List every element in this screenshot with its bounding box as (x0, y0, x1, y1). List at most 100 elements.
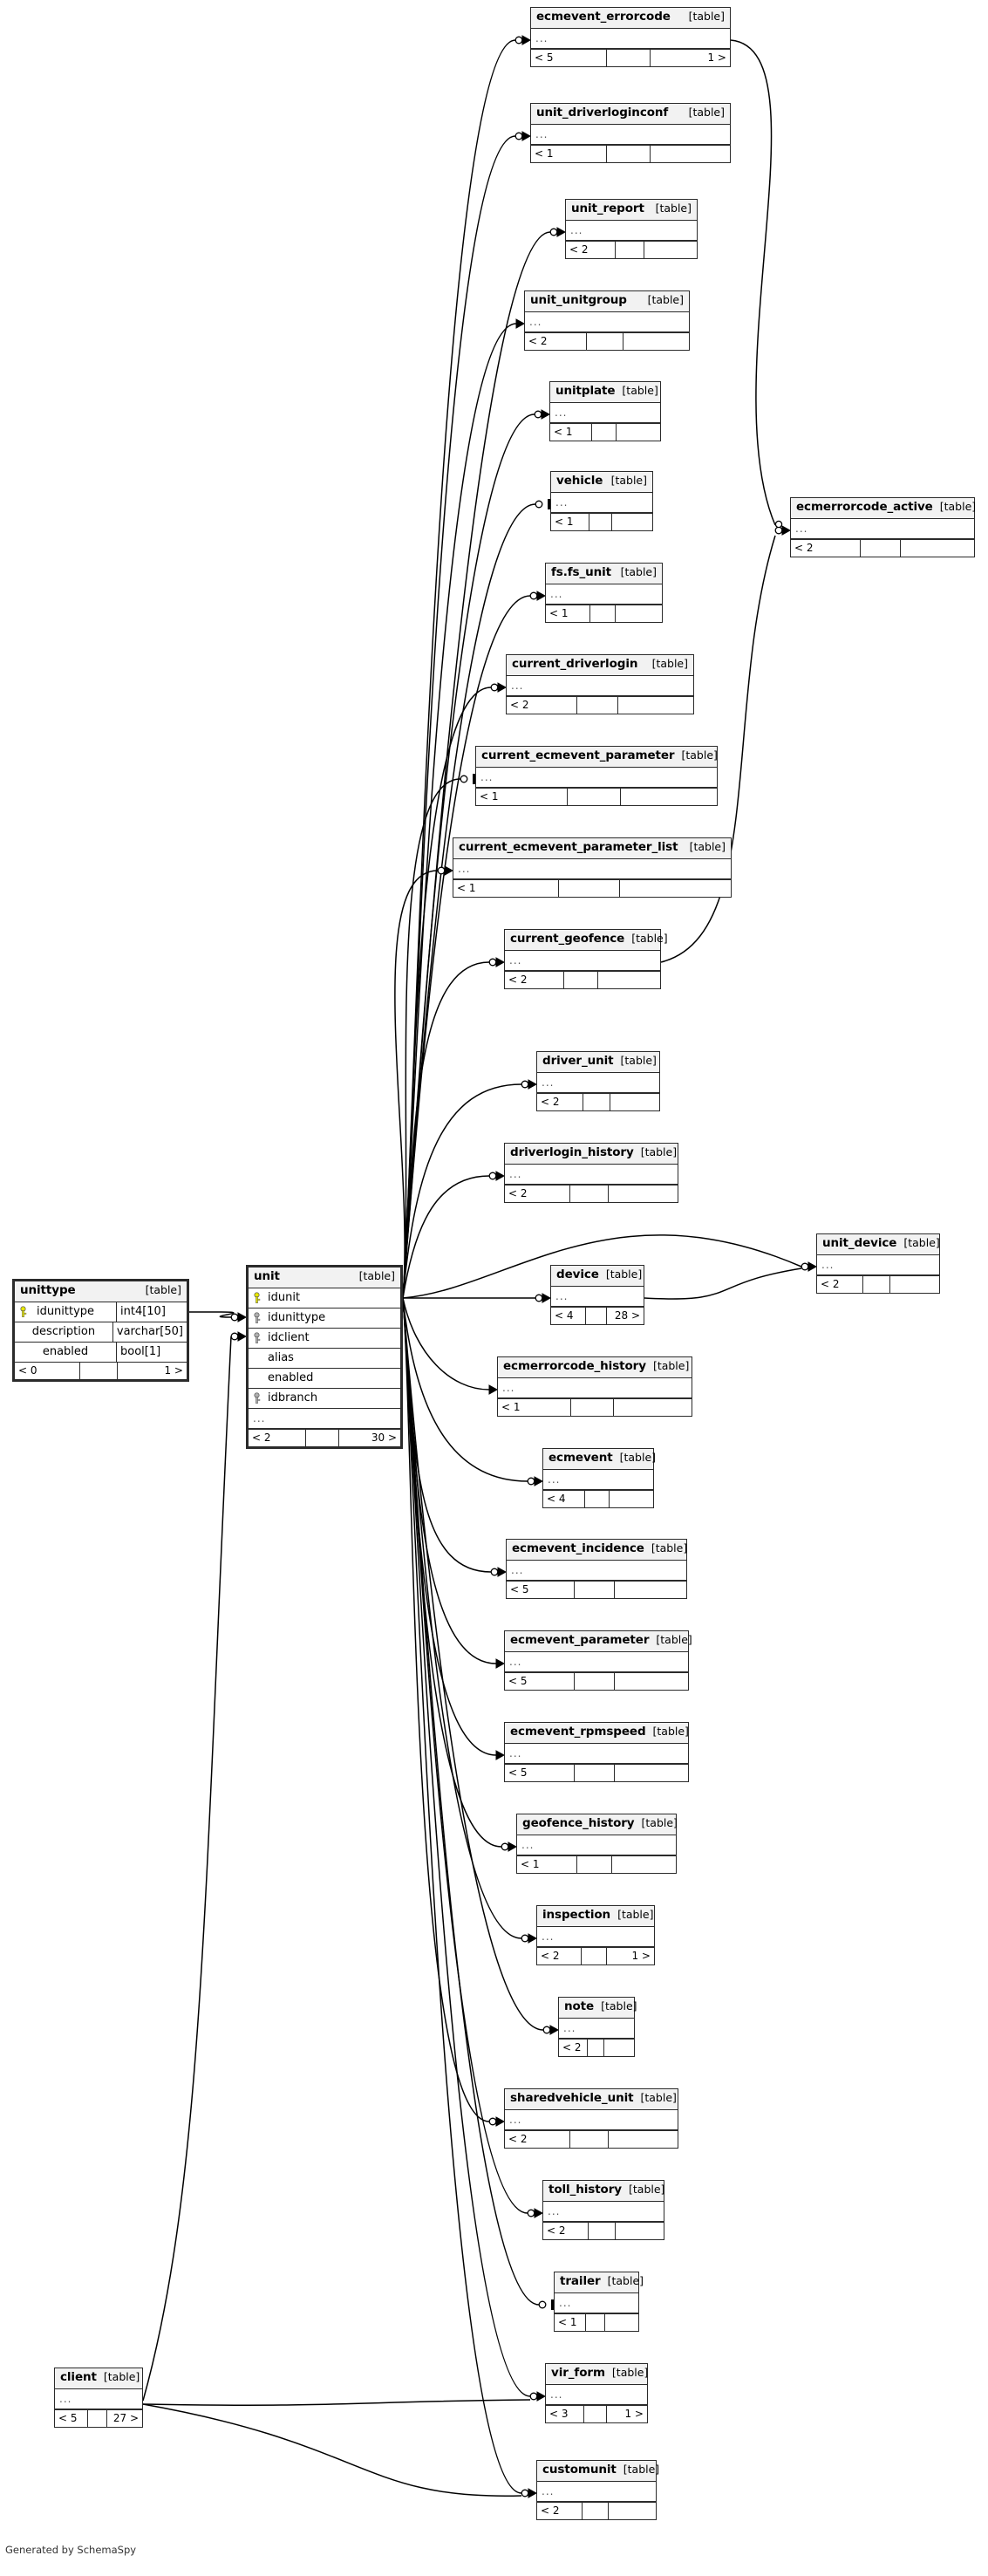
table-node-current_geofence[interactable]: current_geofence[table]...< 2 (504, 929, 668, 989)
table-node-ecmevent[interactable]: ecmevent[table]...< 4 (542, 1448, 657, 1508)
table-node-ecmevent_parameter[interactable]: ecmevent_parameter[table]...< 5 (504, 1630, 692, 1691)
table-title: ecmevent [table] (543, 1449, 657, 1470)
footer-mid (607, 49, 651, 66)
crow-foot-marker (521, 1933, 538, 1944)
table-node-toll_history[interactable]: toll_history[table]...< 2 (542, 2180, 664, 2240)
footer-parents-count: < 4 (551, 1307, 587, 1324)
table-title: toll_history[table] (543, 2181, 664, 2202)
table-node-unit_report[interactable]: unit_report[table]...< 2 (565, 199, 698, 259)
table-node-trailer[interactable]: trailer[table]...< 1 (554, 2272, 644, 2332)
table-footer: < 2 (791, 539, 974, 557)
table-name: unit_report (571, 202, 644, 215)
table-name: unittype (20, 1283, 76, 1297)
table-type-tag: [table] (640, 1145, 678, 1158)
crow-foot-marker (521, 1079, 538, 1090)
footer-parents-count: < 2 (505, 971, 564, 988)
column-type: bool[1] (116, 1342, 187, 1362)
table-node-fs_fs_unit[interactable]: fs.fs_unit[table]...< 1 (545, 563, 663, 623)
footer-parents-count: < 2 (537, 1093, 584, 1110)
footer-parents-count: < 5 (505, 1672, 575, 1690)
table-columns-ellipsis: ... (505, 951, 660, 972)
column-name-cell: enabled (15, 1343, 116, 1362)
table-name: driverlogin_history (510, 1145, 634, 1159)
table-name: unit_device (822, 1236, 897, 1250)
table-footer: < 5 (505, 1764, 688, 1781)
table-title: ecmevent_errorcode[table] (531, 8, 730, 29)
table-node-current_ecmevent_parameter_list[interactable]: current_ecmevent_parameter_list[table]..… (453, 837, 732, 898)
table-type-tag: [table] (619, 1451, 657, 1464)
table-node-ecmerrorcode_history[interactable]: ecmerrorcode_history[table]...< 1 (497, 1356, 692, 1417)
footer-mid (568, 788, 621, 805)
table-title: unit_report[table] (566, 200, 697, 221)
table-node-unit_driverloginconf[interactable]: unit_driverloginconf[table]...< 1 (530, 103, 731, 163)
table-node-driver_unit[interactable]: driver_unit[table]...< 2 (536, 1051, 660, 1111)
footer-mid (589, 2222, 616, 2239)
column-row-idunittype[interactable]: idunittype (249, 1308, 400, 1329)
column-row-enabled[interactable]: enabled (249, 1369, 400, 1389)
footer-parents-count: < 2 (566, 241, 616, 258)
crow-foot-marker (549, 227, 567, 237)
column-row-enabled[interactable]: enabled bool[1] (15, 1342, 187, 1363)
table-node-sharedvehicle_unit[interactable]: sharedvehicle_unit[table]...< 2 (504, 2088, 678, 2149)
column-row-alias[interactable]: alias (249, 1349, 400, 1369)
table-node-current_ecmevent_parameter[interactable]: current_ecmevent_parameter[table]...< 1 (475, 746, 718, 806)
table-title: client[table] (55, 2368, 142, 2389)
table-type-tag: [table] (617, 1908, 654, 1921)
table-title: ecmevent_parameter[table] (505, 1631, 692, 1652)
table-node-geofence_history[interactable]: geofence_history[table]...< 1 (516, 1814, 678, 1874)
footer-mid (575, 1581, 615, 1598)
table-columns-ellipsis: ... (453, 859, 731, 880)
footer-mid (88, 2409, 107, 2427)
crow-foot-marker (534, 409, 551, 420)
table-type-tag: [table] (688, 106, 725, 119)
table-node-driverlogin_history[interactable]: driverlogin_history[table]...< 2 (504, 1143, 678, 1203)
footer-parents-count: < 4 (543, 1490, 585, 1507)
table-name: unit_unitgroup (530, 293, 627, 307)
table-node-ecmevent_incidence[interactable]: ecmevent_incidence[table]...< 5 (506, 1539, 687, 1599)
table-node-current_driverlogin[interactable]: current_driverlogin[table]...< 2 (506, 654, 694, 714)
footer-parents-count: < 0 (15, 1362, 80, 1379)
table-type-tag: [table] (622, 384, 658, 397)
generator-credit: Generated by SchemaSpy (5, 2544, 137, 2556)
table-node-unit_unitgroup[interactable]: unit_unitgroup[table]...< 2 (524, 290, 690, 351)
table-node-customunit[interactable]: customunit[table]...< 2 (536, 2460, 659, 2520)
table-footer: < 2 (566, 241, 697, 258)
table-node-ecmerrorcode_active[interactable]: ecmerrorcode_active[table]...< 2 (790, 497, 976, 557)
crow-foot-marker (527, 2208, 544, 2218)
table-type-tag: [table] (652, 1359, 690, 1372)
table-node-unitplate[interactable]: unitplate[table]...< 1 (549, 381, 661, 441)
crow-foot-marker (774, 525, 792, 536)
table-node-unit_device[interactable]: unit_device[table]...< 2 (816, 1233, 940, 1294)
table-name: ecmevent (549, 1451, 613, 1465)
table-name: sharedvehicle_unit (510, 2091, 634, 2105)
table-columns-ellipsis: ... (566, 221, 697, 242)
crow-foot-marker (230, 1312, 248, 1322)
table-name: unit (254, 1269, 280, 1283)
footer-children-count (901, 540, 974, 557)
table-name: ecmevent_errorcode (536, 10, 671, 24)
footer-children-count: 1 > (164, 1364, 183, 1377)
footer-children-count: 27 > (112, 2412, 139, 2424)
column-row-idbranch[interactable]: idbranch (249, 1389, 400, 1409)
crow-foot-marker (535, 1293, 552, 1303)
column-row-idclient[interactable]: idclient (249, 1329, 400, 1349)
table-type-tag: [table] (631, 932, 668, 945)
column-name: enabled (42, 1345, 89, 1358)
table-node-vehicle[interactable]: vehicle[table]...< 1 (550, 471, 653, 531)
table-type-tag: [table] (681, 748, 718, 762)
table-node-note[interactable]: note[table]...< 2 (558, 1997, 637, 2057)
column-row-idunit[interactable]: idunit (249, 1288, 400, 1308)
table-node-ecmevent_rpmspeed[interactable]: ecmevent_rpmspeed[table]...< 5 (504, 1722, 689, 1782)
crow-foot-marker (437, 865, 454, 876)
table-title: sharedvehicle_unit[table] (505, 2089, 678, 2110)
